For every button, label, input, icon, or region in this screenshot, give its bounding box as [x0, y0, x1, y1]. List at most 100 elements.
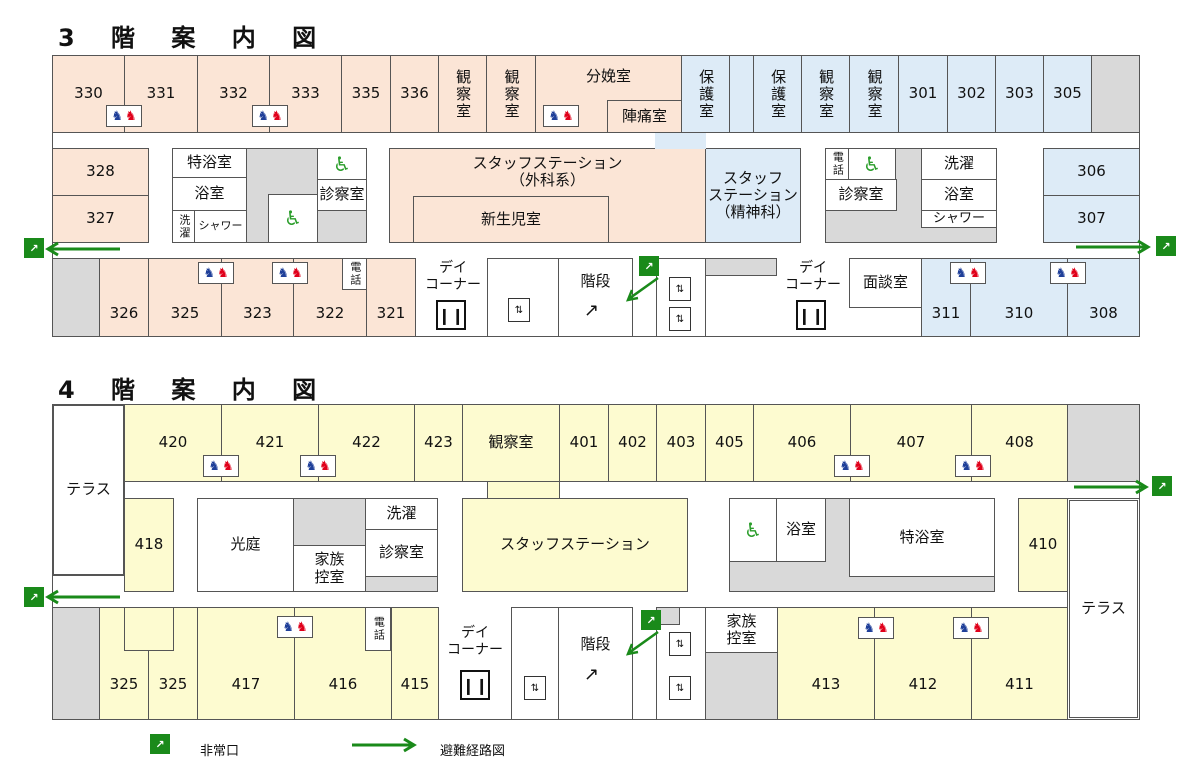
room-420-label: 420 — [158, 433, 188, 452]
evacuation-route-arrow — [1076, 239, 1151, 255]
male-icon: ♞ — [548, 108, 560, 124]
room-323-label: 323 — [243, 303, 272, 322]
room-308[interactable]: 308 — [1067, 258, 1140, 337]
bath-room[interactable]: 浴室 — [172, 177, 247, 211]
labor-room-label: 陣痛室 — [621, 106, 667, 125]
phone-booth[interactable]: 電話 — [825, 148, 849, 180]
room-332-label: 332 — [219, 84, 248, 103]
room-326[interactable]: 326 — [99, 258, 149, 337]
restroom-icon: ♞♞ — [1050, 262, 1086, 284]
family-room-2[interactable]: 家族控室 — [705, 607, 778, 653]
stairs[interactable]: 階段 — [558, 258, 633, 337]
room-327[interactable]: 327 — [52, 195, 149, 243]
room-335[interactable]: 335 — [341, 55, 391, 133]
observation-room-4[interactable]: 観察室 — [849, 55, 899, 133]
gray-block — [293, 498, 366, 546]
accessible-restroom-3[interactable]: ♿ — [848, 148, 896, 180]
phone-booth-2[interactable]: 電話 — [342, 258, 367, 290]
bath-room[interactable]: 浴室 — [776, 498, 826, 562]
shower-room[interactable]: シャワー — [194, 210, 247, 243]
observation-room-1-label: 観察室 — [454, 68, 473, 120]
room-332[interactable]: 332 — [197, 55, 270, 133]
room-305[interactable]: 305 — [1043, 55, 1092, 133]
room-422-label: 422 — [352, 433, 381, 452]
female-icon: ♞ — [271, 108, 283, 124]
staff-station[interactable]: スタッフステーション — [462, 498, 688, 592]
phone-booth[interactable]: 電話 — [365, 607, 391, 651]
room-403[interactable]: 403 — [656, 404, 706, 482]
male-icon: ♞ — [863, 620, 875, 636]
room-301-label: 301 — [908, 84, 938, 103]
room-330[interactable]: 330 — [52, 55, 125, 133]
terrace-left[interactable]: テラス — [52, 404, 125, 576]
gray-block — [52, 607, 100, 720]
room-306[interactable]: 306 — [1043, 148, 1140, 196]
accessible-restroom[interactable]: ♿ — [729, 498, 777, 562]
staff-station-psychiatry-label: スタッフステーション（精神科） — [708, 168, 798, 222]
interview-room-label: 面談室 — [862, 273, 908, 292]
female-icon: ♞ — [877, 620, 889, 636]
female-icon: ♞ — [125, 108, 137, 124]
room-411-label: 411 — [1005, 674, 1034, 693]
room-423-label: 423 — [424, 433, 453, 452]
room-307[interactable]: 307 — [1043, 195, 1140, 243]
accessible-restroom-2[interactable]: ♿ — [317, 148, 367, 180]
elevator-hall — [511, 607, 559, 720]
special-bath-room[interactable]: 特浴室 — [172, 148, 247, 178]
laundry-room[interactable]: 洗濯 — [172, 210, 195, 243]
restroom-icon: ♞♞ — [953, 617, 989, 639]
labor-room[interactable]: 陣痛室 — [607, 100, 682, 133]
room-336[interactable]: 336 — [390, 55, 439, 133]
room-423[interactable]: 423 — [414, 404, 463, 482]
room-406-label: 406 — [787, 433, 817, 452]
staff-station-psychiatry[interactable]: スタッフステーション（精神科） — [705, 148, 801, 243]
floor4-title: 4 階 案 内 図 — [58, 376, 331, 404]
room-418[interactable]: 418 — [124, 498, 174, 592]
laundry-room[interactable]: 洗濯 — [365, 498, 438, 530]
observation-room-2[interactable]: 観察室 — [486, 55, 536, 133]
stairs[interactable]: 階段 — [558, 607, 633, 720]
exam-room[interactable]: 診察室 — [365, 529, 438, 577]
laundry-label: 洗濯 — [386, 504, 417, 523]
emergency-exit-icon: ↗ — [641, 610, 661, 630]
room-302[interactable]: 302 — [947, 55, 996, 133]
observation-room-3[interactable]: 観察室 — [801, 55, 850, 133]
accessible-icon: ♿ — [744, 517, 762, 542]
terrace-right[interactable]: テラス — [1067, 498, 1140, 720]
room-412-label: 412 — [908, 674, 938, 693]
observation-room[interactable]: 観察室 — [462, 404, 560, 482]
room-301[interactable]: 301 — [898, 55, 948, 133]
exam-room[interactable]: 診察室 — [317, 179, 367, 211]
room-322-label: 322 — [315, 303, 345, 322]
room-303[interactable]: 303 — [995, 55, 1044, 133]
protection-room-2[interactable]: 保護室 — [753, 55, 802, 133]
room-408-label: 408 — [1005, 433, 1034, 452]
courtyard[interactable]: 光庭 — [197, 498, 294, 592]
shower-room-2[interactable]: シャワー — [921, 210, 997, 228]
room-325-b-label: 325 — [158, 674, 188, 693]
room-410[interactable]: 410 — [1018, 498, 1068, 592]
exam-room-2[interactable]: 診察室 — [825, 179, 897, 211]
staff-station-label: スタッフステーション — [500, 535, 650, 554]
female-icon: ♞ — [319, 458, 331, 474]
room-310[interactable]: 310 — [970, 258, 1068, 337]
room-401[interactable]: 401 — [559, 404, 609, 482]
interview-room[interactable]: 面談室 — [849, 258, 922, 308]
room-407-label: 407 — [896, 433, 926, 452]
room-415[interactable]: 415 — [391, 607, 439, 720]
room-405[interactable]: 405 — [705, 404, 754, 482]
protection-room-1[interactable]: 保護室 — [681, 55, 730, 133]
accessible-restroom[interactable]: ♿ — [268, 194, 318, 243]
restroom-icon: ♞♞ — [106, 105, 142, 127]
laundry-room-2[interactable]: 洗濯 — [921, 148, 997, 180]
family-room[interactable]: 家族控室 — [293, 545, 366, 592]
room-328[interactable]: 328 — [52, 148, 149, 196]
special-bath-room[interactable]: 特浴室 — [849, 498, 995, 577]
room-402[interactable]: 402 — [608, 404, 657, 482]
room-321[interactable]: 321 — [366, 258, 416, 337]
observation-room-1[interactable]: 観察室 — [438, 55, 487, 133]
bath-room-2[interactable]: 浴室 — [921, 179, 997, 211]
dining-fork-knife-icon: ❙❙ — [436, 300, 466, 330]
newborn-room[interactable]: 新生児室 — [413, 196, 609, 243]
room-325-label: 325 — [170, 303, 200, 322]
